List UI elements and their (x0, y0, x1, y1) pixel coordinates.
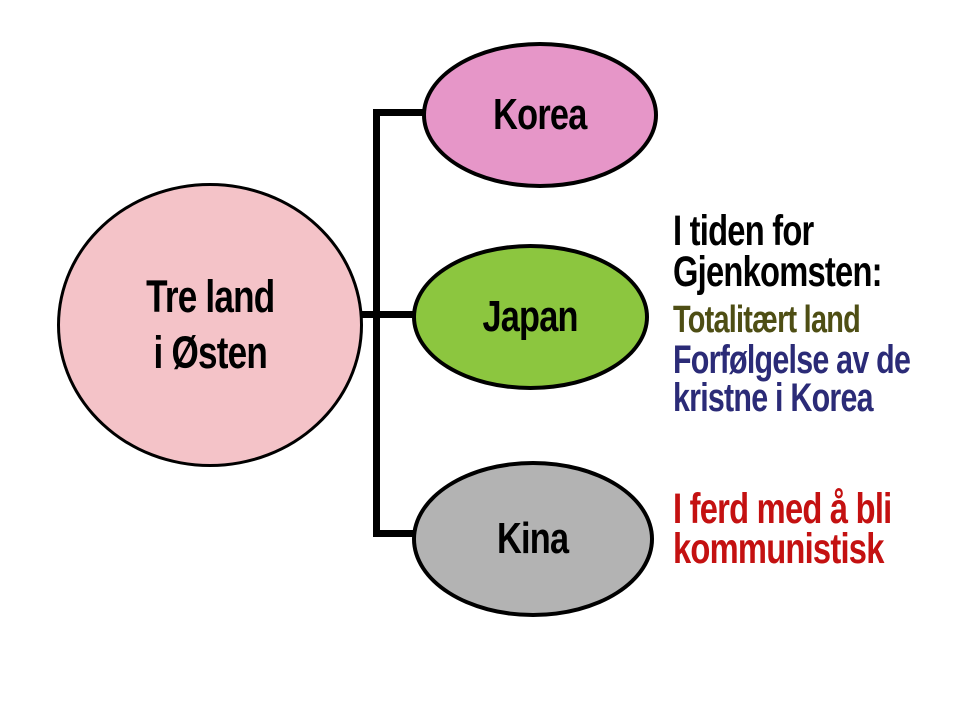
node-japan: Japan (412, 244, 649, 390)
node-tre-land-i-osten: Tre land i Østen (57, 183, 363, 467)
root-node-label: Tre land i Østen (145, 269, 275, 381)
annotation-forfolgelse-line1: Forfølgelse av de (673, 338, 911, 382)
node-korea: Korea (422, 42, 658, 188)
annotation-gjenkomsten: I tiden for Gjenkomsten: (673, 207, 883, 296)
connector-branch-japan (350, 311, 414, 318)
annotation-kommunistisk-line1: I ferd med å bli (673, 485, 892, 533)
connector-vertical-line (373, 109, 380, 537)
root-label-line2: i Østen (153, 327, 267, 378)
root-label-line1: Tre land (145, 271, 275, 322)
annotation-forfolgelse: Forfølgelse av de kristne i Korea (673, 338, 911, 420)
annotation-kommunistisk: I ferd med å bli kommunistisk (673, 485, 892, 573)
connector-branch-kina (378, 530, 418, 537)
annotation-totalitaert-land: Totalitært land (673, 299, 861, 341)
connector-branch-korea (378, 109, 428, 116)
annotation-gjenkomsten-line1: I tiden for (673, 207, 814, 255)
annotation-forfolgelse-line2: kristne i Korea (673, 376, 874, 420)
japan-label: Japan (482, 292, 579, 341)
annotation-gjenkomsten-line2: Gjenkomsten: (673, 248, 883, 296)
annotation-totalitaert-line1: Totalitært land (673, 299, 861, 341)
korea-label: Korea (493, 90, 587, 139)
node-kina: Kina (412, 461, 654, 617)
kina-label: Kina (497, 514, 569, 563)
annotation-kommunistisk-line2: kommunistisk (673, 525, 884, 573)
